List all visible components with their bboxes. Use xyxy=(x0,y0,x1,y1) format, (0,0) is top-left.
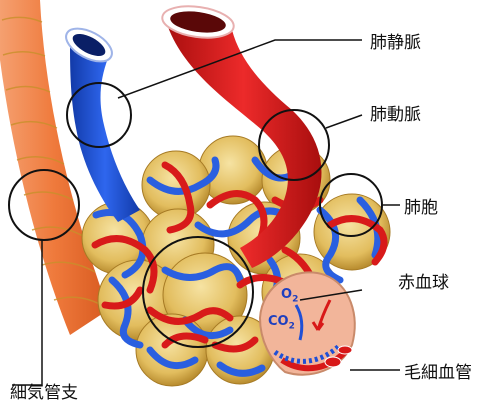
label-pulmonary-artery: 肺動脈 xyxy=(370,105,421,125)
label-red-blood-cell: 赤血球 xyxy=(398,273,449,293)
o2-subscript: 2 xyxy=(292,294,299,305)
label-pulmonary-vein: 肺静脈 xyxy=(370,33,421,53)
o2-text: O xyxy=(281,287,293,302)
co2-subscript: 2 xyxy=(288,321,295,332)
leader-lines xyxy=(12,39,400,386)
label-capillary: 毛細血管 xyxy=(404,363,472,383)
label-o2: O2 xyxy=(281,287,298,305)
label-alveolus: 肺胞 xyxy=(404,198,438,218)
label-bronchiole: 細気管支 xyxy=(10,383,78,403)
pulmonary-artery-vessel xyxy=(161,5,322,268)
alveolus-cross-section xyxy=(258,271,356,376)
capillary-network xyxy=(91,156,388,377)
co2-text: CO xyxy=(268,314,289,329)
pulmonary-vein-vessel xyxy=(65,27,140,222)
highlight-circles xyxy=(8,82,383,348)
label-co2: CO2 xyxy=(268,314,295,332)
